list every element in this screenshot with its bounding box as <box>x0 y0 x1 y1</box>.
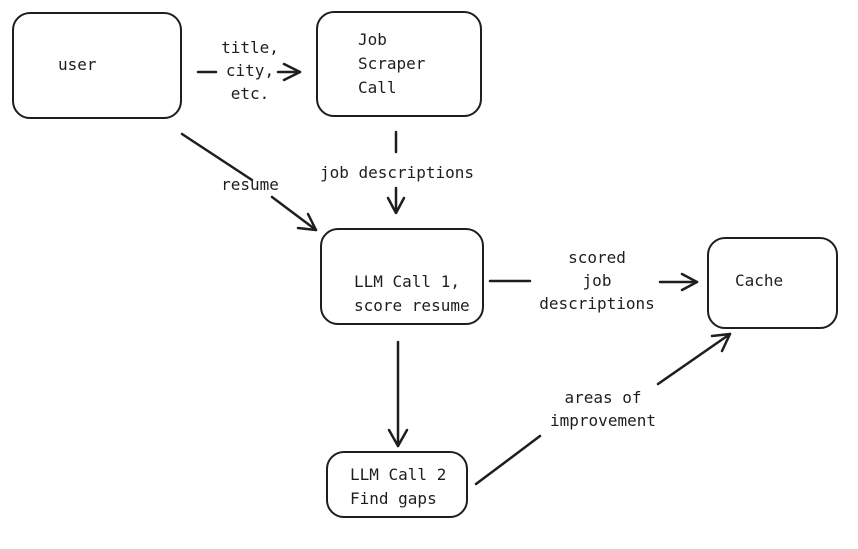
edge-user-to-llm1-b <box>270 195 318 232</box>
cache-node: Cache <box>707 237 838 329</box>
edge-label-scraper-to-llm1: job descriptions <box>319 163 475 182</box>
arrowhead-scraper-to-llm1 <box>386 196 406 215</box>
llm-call-1-node: LLM Call 1, score resume <box>320 228 484 325</box>
llm-call-1-node-label: LLM Call 1, score resume <box>354 272 470 315</box>
arrowhead-user-to-scraper <box>282 62 302 82</box>
arrowhead-llm1-to-llm2 <box>387 428 409 448</box>
edge-llm2-to-cache-b <box>656 332 732 386</box>
arrowhead-llm2-to-cache <box>710 332 732 353</box>
cache-node-label: Cache <box>735 271 784 290</box>
edge-user-to-llm1-a <box>180 132 254 182</box>
job-scraper-node: Job Scraper Call <box>316 11 482 117</box>
user-node-label: user <box>58 55 97 74</box>
llm-call-2-node: LLM Call 2 Find gaps <box>326 451 468 518</box>
edge-label-user-to-scraper: title, city, etc. <box>221 38 279 103</box>
edge-label-llm2-to-cache: areas of improvement <box>550 388 656 430</box>
edge-label-llm1-to-cache: scored job descriptions <box>539 248 655 313</box>
job-scraper-node-label: Job Scraper Call <box>358 30 426 97</box>
llm-call-2-node-label: LLM Call 2 Find gaps <box>350 465 447 508</box>
edge-llm2-to-cache-a <box>474 434 542 486</box>
arrowhead-llm1-to-cache <box>680 272 699 292</box>
user-node: user <box>12 12 182 119</box>
arrowhead-user-to-llm1 <box>296 212 318 232</box>
edge-label-user-to-llm1: resume <box>221 175 279 194</box>
